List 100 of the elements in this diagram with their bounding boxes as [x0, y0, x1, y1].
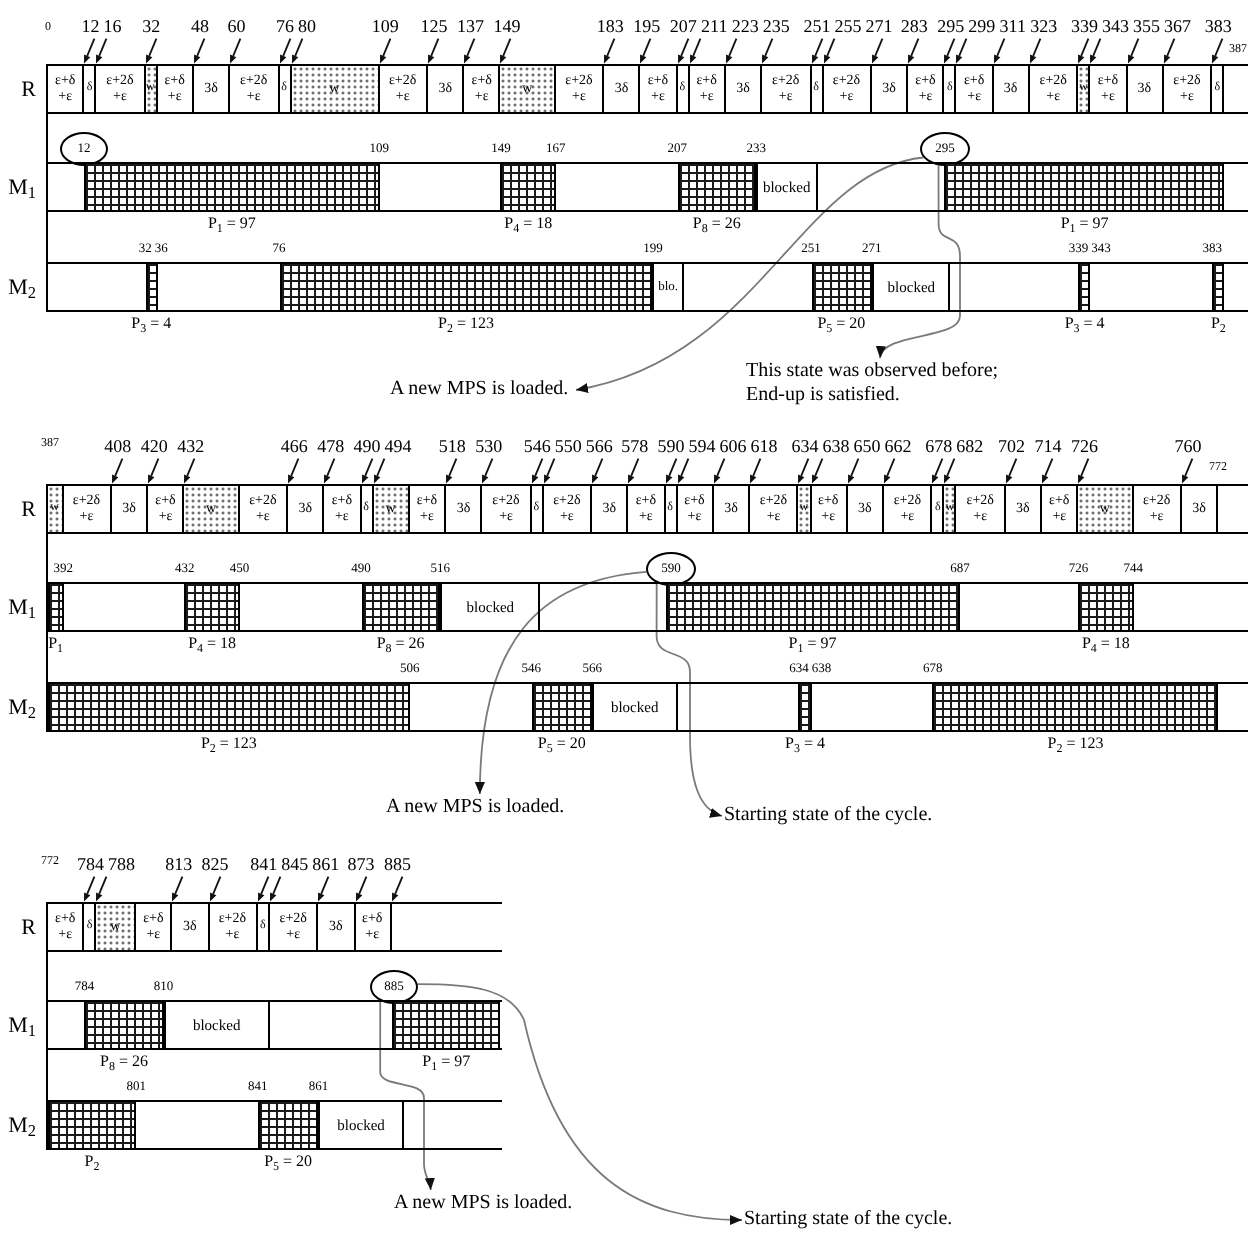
duration-label: P$_{2}$ = 123 — [1047, 734, 1104, 752]
dotted-time-slot — [373, 486, 410, 532]
time-label: 137 — [456, 16, 484, 36]
dotted-time-slot — [96, 904, 137, 950]
time-slot — [279, 66, 292, 112]
row-label: M$_{1}$ — [8, 595, 36, 619]
annotation-text: Starting state of the cycle. — [724, 804, 936, 828]
time-label: 682 — [956, 436, 984, 456]
duration-label: P$_{8}$ = 26 — [692, 214, 741, 232]
dotted-time-slot — [500, 66, 556, 112]
time-label: 16 — [103, 16, 122, 36]
row-label: M$_{1}$ — [8, 1013, 36, 1037]
curved-arrow — [379, 1000, 435, 1191]
time-label: 813 — [165, 854, 193, 874]
time-label: 530 — [475, 436, 503, 456]
dotted-time-slot — [291, 66, 380, 112]
time-label: 702 — [998, 436, 1026, 456]
duration-label: P$_{2}$ = 123 — [438, 314, 494, 332]
row-label: M$_{2}$ — [8, 695, 36, 719]
time-label: 861 — [312, 854, 340, 874]
time-label: 594 — [688, 436, 716, 456]
time-label: 518 — [438, 436, 466, 456]
time-slot — [361, 486, 374, 532]
duration-label: P$_{1}$ = 97 — [1060, 214, 1109, 232]
time-label: 60 — [227, 16, 246, 36]
time-label: 235 — [762, 16, 790, 36]
time-label: 638 — [822, 436, 850, 456]
time-label: 606 — [719, 436, 747, 456]
dotted-time-slot — [145, 66, 158, 112]
duration-label: P$_{3}$ = 4 — [131, 314, 172, 332]
time-label: 223 — [731, 16, 759, 36]
curved-arrow — [655, 582, 723, 817]
blocked-interval — [871, 264, 951, 310]
time-label: 367 — [1164, 16, 1192, 36]
circled-time-marker — [370, 970, 418, 1004]
time-label: 760 — [1174, 436, 1202, 456]
circled-time-marker — [60, 132, 108, 166]
duration-label: P$_{5}$ = 20 — [817, 314, 866, 332]
time-label: 566 — [585, 436, 613, 456]
dotted-time-slot — [48, 486, 64, 532]
row-label: R — [21, 497, 36, 521]
duration-label: P$_{2}$ — [84, 1152, 100, 1170]
time-slot — [1212, 66, 1225, 112]
curved-arrow — [475, 571, 648, 795]
time-slot — [665, 486, 678, 532]
dotted-time-slot — [1078, 486, 1134, 532]
time-label: 634 — [791, 436, 819, 456]
time-label: 478 — [317, 436, 345, 456]
circled-time-marker — [920, 132, 970, 166]
time-label: 149 — [493, 16, 521, 36]
time-label: 299 — [968, 16, 996, 36]
time-label: 195 — [633, 16, 661, 36]
time-slot — [84, 66, 97, 112]
time-label: 80 — [298, 16, 317, 36]
time-label: 885 — [384, 854, 411, 874]
duration-label: P$_{4}$ = 18 — [1081, 634, 1130, 652]
duration-label: P$_{8}$ = 26 — [376, 634, 425, 652]
duration-label: P$_{1}$ — [48, 634, 64, 652]
time-slot — [932, 486, 945, 532]
time-label: 295 — [937, 16, 965, 36]
blocked-interval — [652, 264, 684, 310]
duration-label: P$_{8}$ = 26 — [100, 1052, 148, 1070]
annotation-text: A new MPS is loaded. — [390, 378, 574, 402]
dotted-time-slot — [798, 486, 812, 532]
time-label: 283 — [900, 16, 928, 36]
time-slot — [84, 904, 97, 950]
time-label: 125 — [420, 16, 448, 36]
time-label: 618 — [750, 436, 778, 456]
time-label: 714 — [1034, 436, 1062, 456]
time-label: 466 — [280, 436, 308, 456]
row-label: M$_{1}$ — [8, 175, 36, 199]
time-label: 109 — [371, 16, 399, 36]
time-label: 355 — [1133, 16, 1161, 36]
row-label: R — [21, 915, 36, 939]
time-label: 183 — [596, 16, 624, 36]
time-label: 873 — [347, 854, 375, 874]
annotation-text: Starting state of the cycle. — [744, 1208, 956, 1232]
duration-label: P$_{1}$ = 97 — [788, 634, 837, 652]
duration-label: P$_{1}$ = 97 — [207, 214, 256, 232]
time-label: 383 — [1204, 16, 1232, 36]
circled-time-marker — [646, 552, 696, 586]
time-label: 48 — [190, 16, 209, 36]
blocked-interval — [592, 684, 678, 730]
time-label: 494 — [384, 436, 412, 456]
duration-label: P$_{2}$ — [1210, 314, 1226, 332]
time-slot — [944, 66, 957, 112]
time-label: 251 — [803, 16, 831, 36]
time-label: 271 — [865, 16, 893, 36]
duration-label: P$_{4}$ = 18 — [188, 634, 237, 652]
time-label: 726 — [1071, 436, 1099, 456]
annotation-text: A new MPS is loaded. — [386, 796, 570, 820]
blocked-interval — [318, 1102, 404, 1148]
duration-label: P$_{5}$ = 20 — [264, 1152, 313, 1170]
time-label: 339 — [1071, 16, 1099, 36]
time-label: 650 — [853, 436, 881, 456]
duration-label: P$_{3}$ = 4 — [1064, 314, 1105, 332]
dotted-time-slot — [184, 486, 240, 532]
duration-label: P$_{3}$ = 4 — [784, 734, 825, 752]
row-label: M$_{2}$ — [8, 275, 36, 299]
time-slot — [531, 486, 544, 532]
